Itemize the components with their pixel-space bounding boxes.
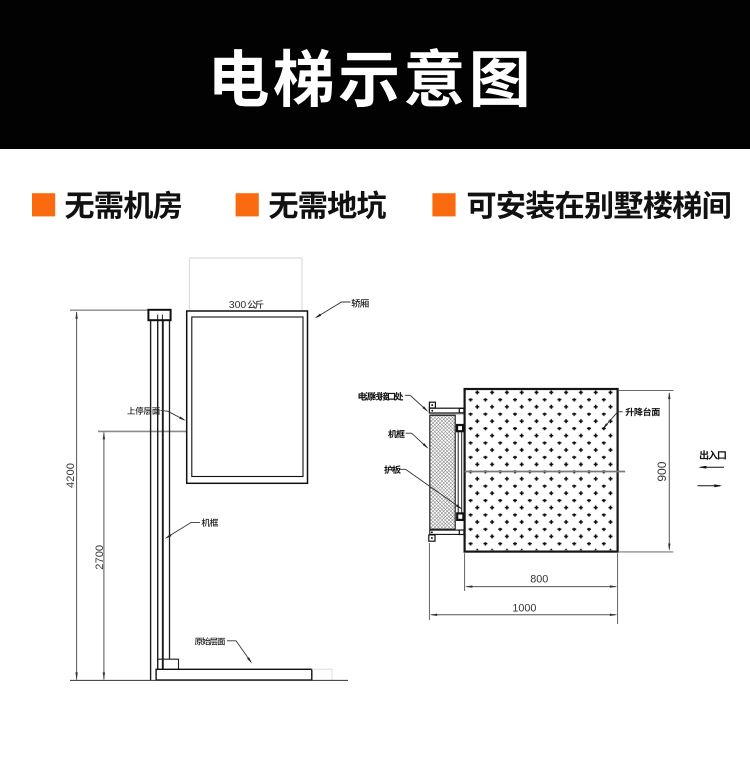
svg-text:300: 300	[229, 299, 247, 311]
svg-text:4200: 4200	[65, 463, 77, 488]
svg-text:800: 800	[530, 574, 548, 586]
svg-text:900: 900	[655, 461, 669, 481]
svg-text:2700: 2700	[94, 545, 106, 570]
svg-text:1000: 1000	[512, 602, 536, 614]
